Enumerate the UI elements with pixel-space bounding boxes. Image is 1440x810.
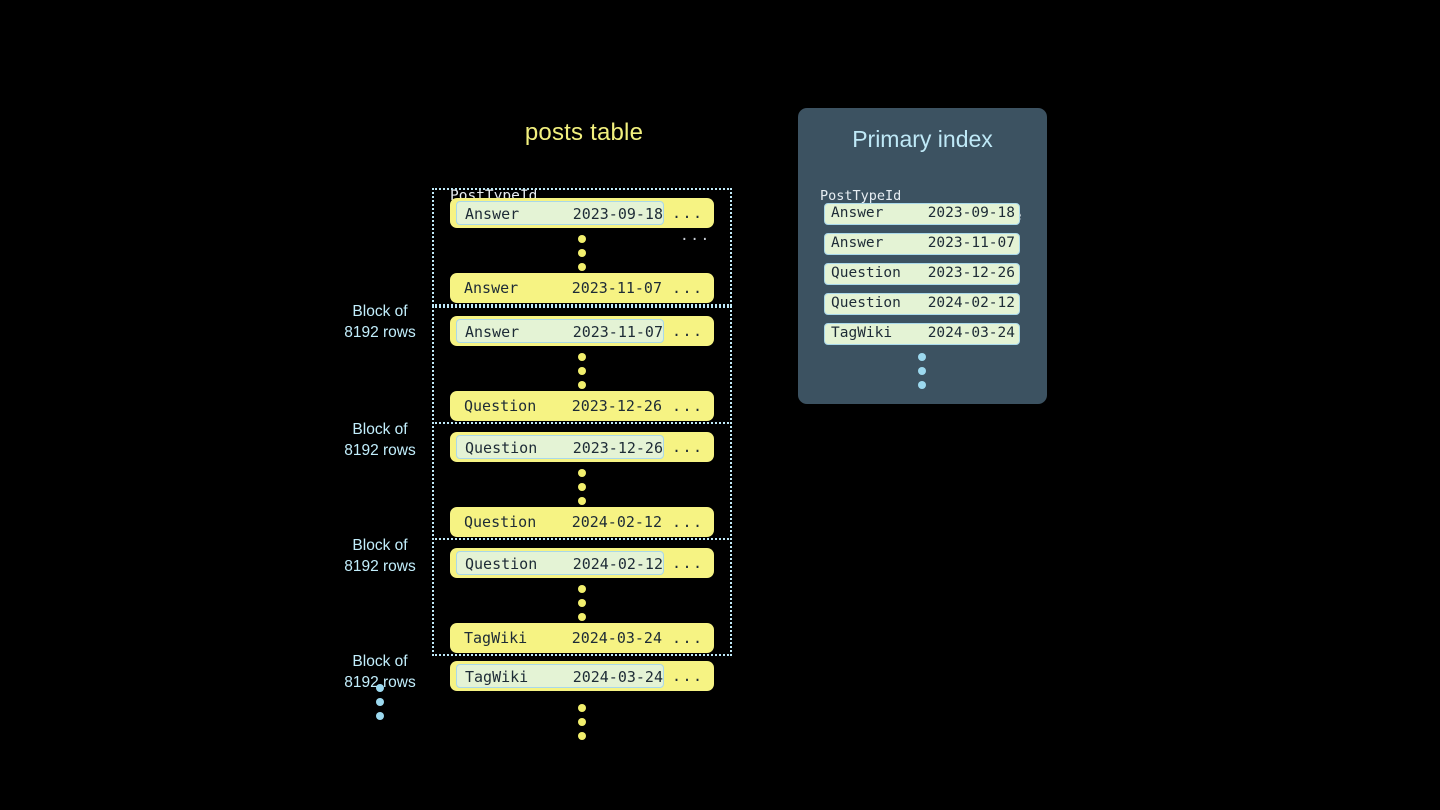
block-label-3: Block of 8192 rows (344, 537, 416, 575)
table-row[interactable]: Answer 2023-09-18 ... (450, 198, 714, 228)
block-continuation-dots-icon (375, 684, 385, 720)
index-cell-posttypeid: TagWiki (831, 325, 893, 341)
index-row[interactable]: Question 2024-02-12 (824, 293, 1020, 315)
cell-more: ... (672, 438, 704, 456)
row-separator-dots-icon (577, 469, 587, 505)
column-header-more: ... (680, 228, 711, 244)
table-continuation-dots-icon (577, 704, 587, 740)
cell-creationdate: 2024-03-24 (572, 668, 663, 686)
cell-creationdate: 2023-11-07 (572, 323, 663, 341)
cell-posttypeid: Question (464, 513, 537, 531)
cell-creationdate: 2024-02-12 (572, 555, 663, 573)
index-continuation-dots-icon (917, 353, 927, 389)
index-row[interactable]: Answer 2023-09-18 (824, 203, 1020, 225)
index-row[interactable]: Question 2023-12-26 (824, 263, 1020, 285)
index-cell-posttypeid: Answer (831, 235, 884, 251)
table-row[interactable]: Answer 2023-11-07 ... (450, 273, 714, 303)
cell-creationdate: 2024-02-12 (571, 513, 662, 531)
cell-creationdate: 2024-03-24 (571, 629, 662, 647)
primary-index-panel: Primary index PostTypeId CreationDate An… (798, 108, 1047, 404)
cell-posttypeid: TagWiki (465, 668, 529, 686)
row-key-cells: Question 2023-12-26 (456, 394, 664, 418)
index-cell-creationdate: 2024-02-12 (927, 295, 1015, 311)
block-boundary-1 (432, 188, 732, 306)
row-key-highlight: TagWiki 2024-03-24 (456, 664, 664, 688)
table-row[interactable]: TagWiki 2024-03-24 ... (450, 623, 714, 653)
index-cell-creationdate: 2023-09-18 (927, 205, 1015, 221)
index-cell-creationdate: 2023-12-26 (927, 265, 1015, 281)
cell-more: ... (672, 397, 704, 415)
primary-index-title: Primary index (852, 126, 993, 152)
cell-more: ... (672, 554, 704, 572)
index-row[interactable]: Answer 2023-11-07 (824, 233, 1020, 255)
primary-index-column-headers: PostTypeId CreationDate (798, 166, 1047, 224)
cell-creationdate: 2023-12-26 (572, 439, 663, 457)
row-key-cells: Question 2024-02-12 (456, 510, 664, 534)
cell-more: ... (672, 322, 704, 340)
cell-more: ... (672, 513, 704, 531)
index-row[interactable]: TagWiki 2024-03-24 (824, 323, 1020, 345)
index-cell-creationdate: 2023-11-07 (927, 235, 1015, 251)
block-boundary-4 (432, 538, 732, 656)
block-label-1: Block of 8192 rows (344, 303, 416, 341)
row-separator-dots-icon (577, 235, 587, 271)
table-row[interactable]: Answer 2023-11-07 ... (450, 316, 714, 346)
row-key-highlight: Question 2023-12-26 (456, 435, 664, 459)
index-cell-creationdate: 2024-03-24 (927, 325, 1015, 341)
row-key-cells: Answer 2023-11-07 (456, 276, 664, 300)
block-label-4: Block of 8192 rows (344, 653, 416, 691)
table-row[interactable]: Question 2023-12-26 ... (450, 432, 714, 462)
table-row[interactable]: Question 2024-02-12 ... (450, 548, 714, 578)
block-label-2: Block of 8192 rows (344, 421, 416, 459)
cell-posttypeid: Answer (464, 279, 519, 297)
posts-table-title: posts table (524, 119, 644, 146)
cell-creationdate: 2023-09-18 (572, 205, 663, 223)
index-column-header-posttypeid: PostTypeId (820, 188, 902, 204)
cell-creationdate: 2023-11-07 (571, 279, 662, 297)
cell-posttypeid: Answer (465, 323, 520, 341)
row-separator-dots-icon (577, 585, 587, 621)
index-cell-posttypeid: Question (831, 265, 901, 281)
cell-more: ... (672, 667, 704, 685)
row-separator-dots-icon (577, 353, 587, 389)
index-cell-posttypeid: Question (831, 295, 901, 311)
row-key-highlight: Question 2024-02-12 (456, 551, 664, 575)
table-row-trailing[interactable]: TagWiki 2024-03-24 ... (450, 661, 714, 691)
cell-posttypeid: Question (464, 397, 537, 415)
row-key-cells: TagWiki 2024-03-24 (456, 626, 664, 650)
cell-posttypeid: Answer (465, 205, 520, 223)
cell-creationdate: 2023-12-26 (571, 397, 662, 415)
row-key-highlight: Answer 2023-09-18 (456, 201, 664, 225)
table-row[interactable]: Question 2023-12-26 ... (450, 391, 714, 421)
index-cell-posttypeid: Answer (831, 205, 884, 221)
posts-table-column-headers: PostTypeId CreationDate ... (432, 166, 736, 244)
table-row[interactable]: Question 2024-02-12 ... (450, 507, 714, 537)
cell-more: ... (672, 629, 704, 647)
cell-more: ... (672, 204, 704, 222)
row-key-highlight: Answer 2023-11-07 (456, 319, 664, 343)
cell-more: ... (672, 279, 704, 297)
cell-posttypeid: Question (465, 555, 538, 573)
cell-posttypeid: Question (465, 439, 538, 457)
cell-posttypeid: TagWiki (464, 629, 528, 647)
